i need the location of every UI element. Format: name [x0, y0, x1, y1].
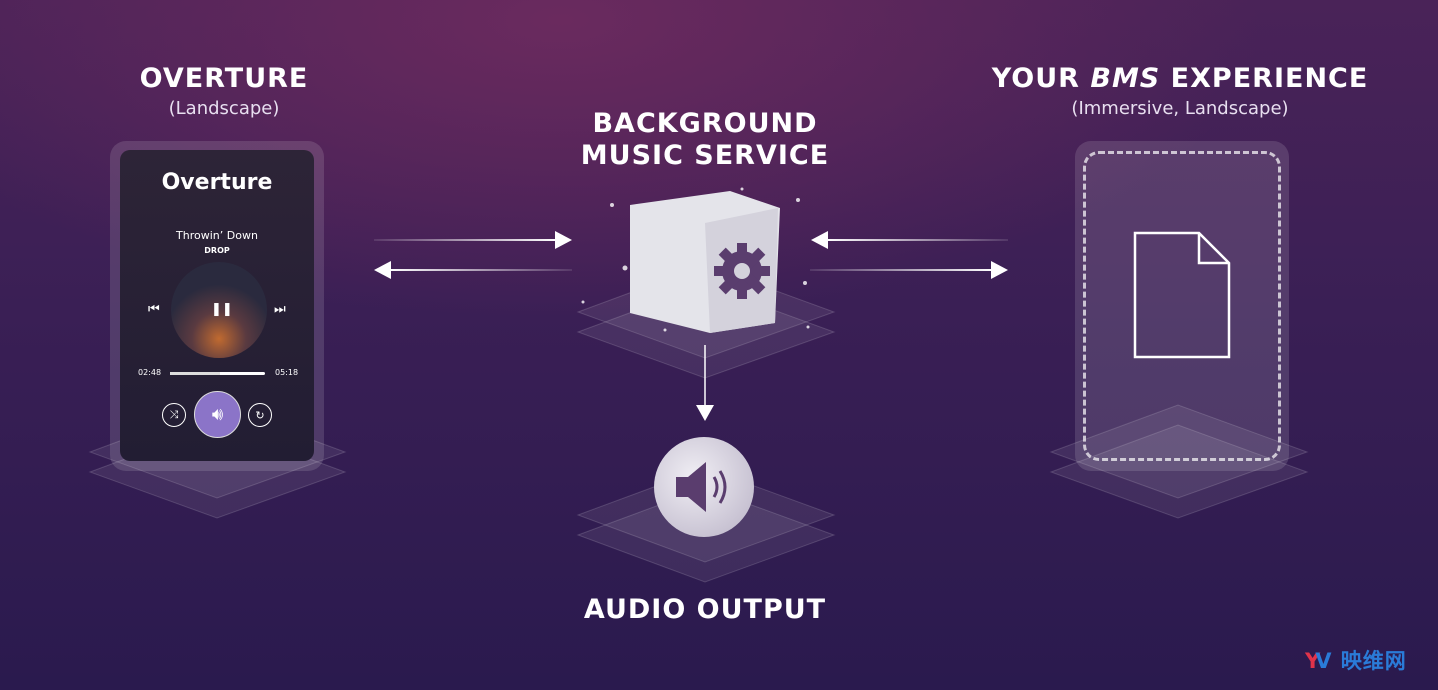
gear-icon — [714, 243, 770, 299]
watermark-text: 映维网 — [1340, 649, 1407, 673]
right-platform-high — [1049, 404, 1309, 499]
skip-previous-icon[interactable]: ⏮ — [148, 302, 160, 317]
experience-title: YOUR BMS EXPERIENCE — [970, 63, 1390, 94]
audio-output-orb — [654, 437, 754, 537]
experience-placeholder — [1083, 151, 1281, 461]
experience-title-post: EXPERIENCE — [1160, 63, 1369, 94]
app-title: Overture — [161, 170, 273, 195]
bms-title-line2: MUSIC SERVICE — [580, 140, 830, 171]
song-title: Throwin’ Down — [176, 229, 258, 242]
speaker-icon — [676, 462, 727, 512]
experience-subtitle: (Immersive, Landscape) — [1071, 98, 1289, 119]
repeat-icon[interactable]: ↻ — [248, 403, 272, 427]
bms-title: BACKGROUND MUSIC SERVICE — [560, 108, 850, 172]
artist-name: DROP — [204, 246, 230, 255]
arrow-bms-to-experience — [810, 269, 992, 271]
arrow-experience-to-bms — [827, 239, 1008, 241]
right-platform-low — [1049, 424, 1309, 519]
audio-output-title: AUDIO OUTPUT — [583, 594, 827, 625]
arrow-overture-to-bms — [374, 239, 556, 241]
overture-title: OVERTURE — [139, 63, 309, 94]
duration-time: 05:18 — [275, 368, 299, 377]
watermark-logo: Y — [1305, 649, 1322, 673]
document-icon — [1133, 231, 1231, 359]
pause-icon[interactable]: ❚❚ — [211, 302, 233, 317]
experience-title-em: BMS — [1090, 63, 1161, 94]
shuffle-icon[interactable]: ⤨ — [162, 403, 186, 427]
album-art — [171, 262, 267, 358]
skip-next-icon[interactable]: ⏭ — [274, 302, 286, 317]
volume-icon[interactable]: 🔊︎ — [194, 391, 241, 438]
arrow-bms-to-overture — [390, 269, 572, 271]
experience-panel — [1075, 141, 1289, 471]
overture-subtitle: (Landscape) — [168, 98, 280, 119]
progress-bar[interactable] — [170, 372, 265, 375]
elapsed-time: 02:48 — [138, 368, 162, 377]
experience-title-pre: YOUR — [991, 63, 1091, 94]
down-arrow-head — [696, 405, 714, 421]
bms-cube — [630, 191, 780, 333]
bms-title-line1: BACKGROUND — [592, 108, 818, 139]
overture-app: Overture Throwin’ Down DROP ⏮ ❚❚ ⏭ 02:48… — [120, 150, 314, 461]
watermark: YV 映维网 — [1305, 649, 1407, 673]
